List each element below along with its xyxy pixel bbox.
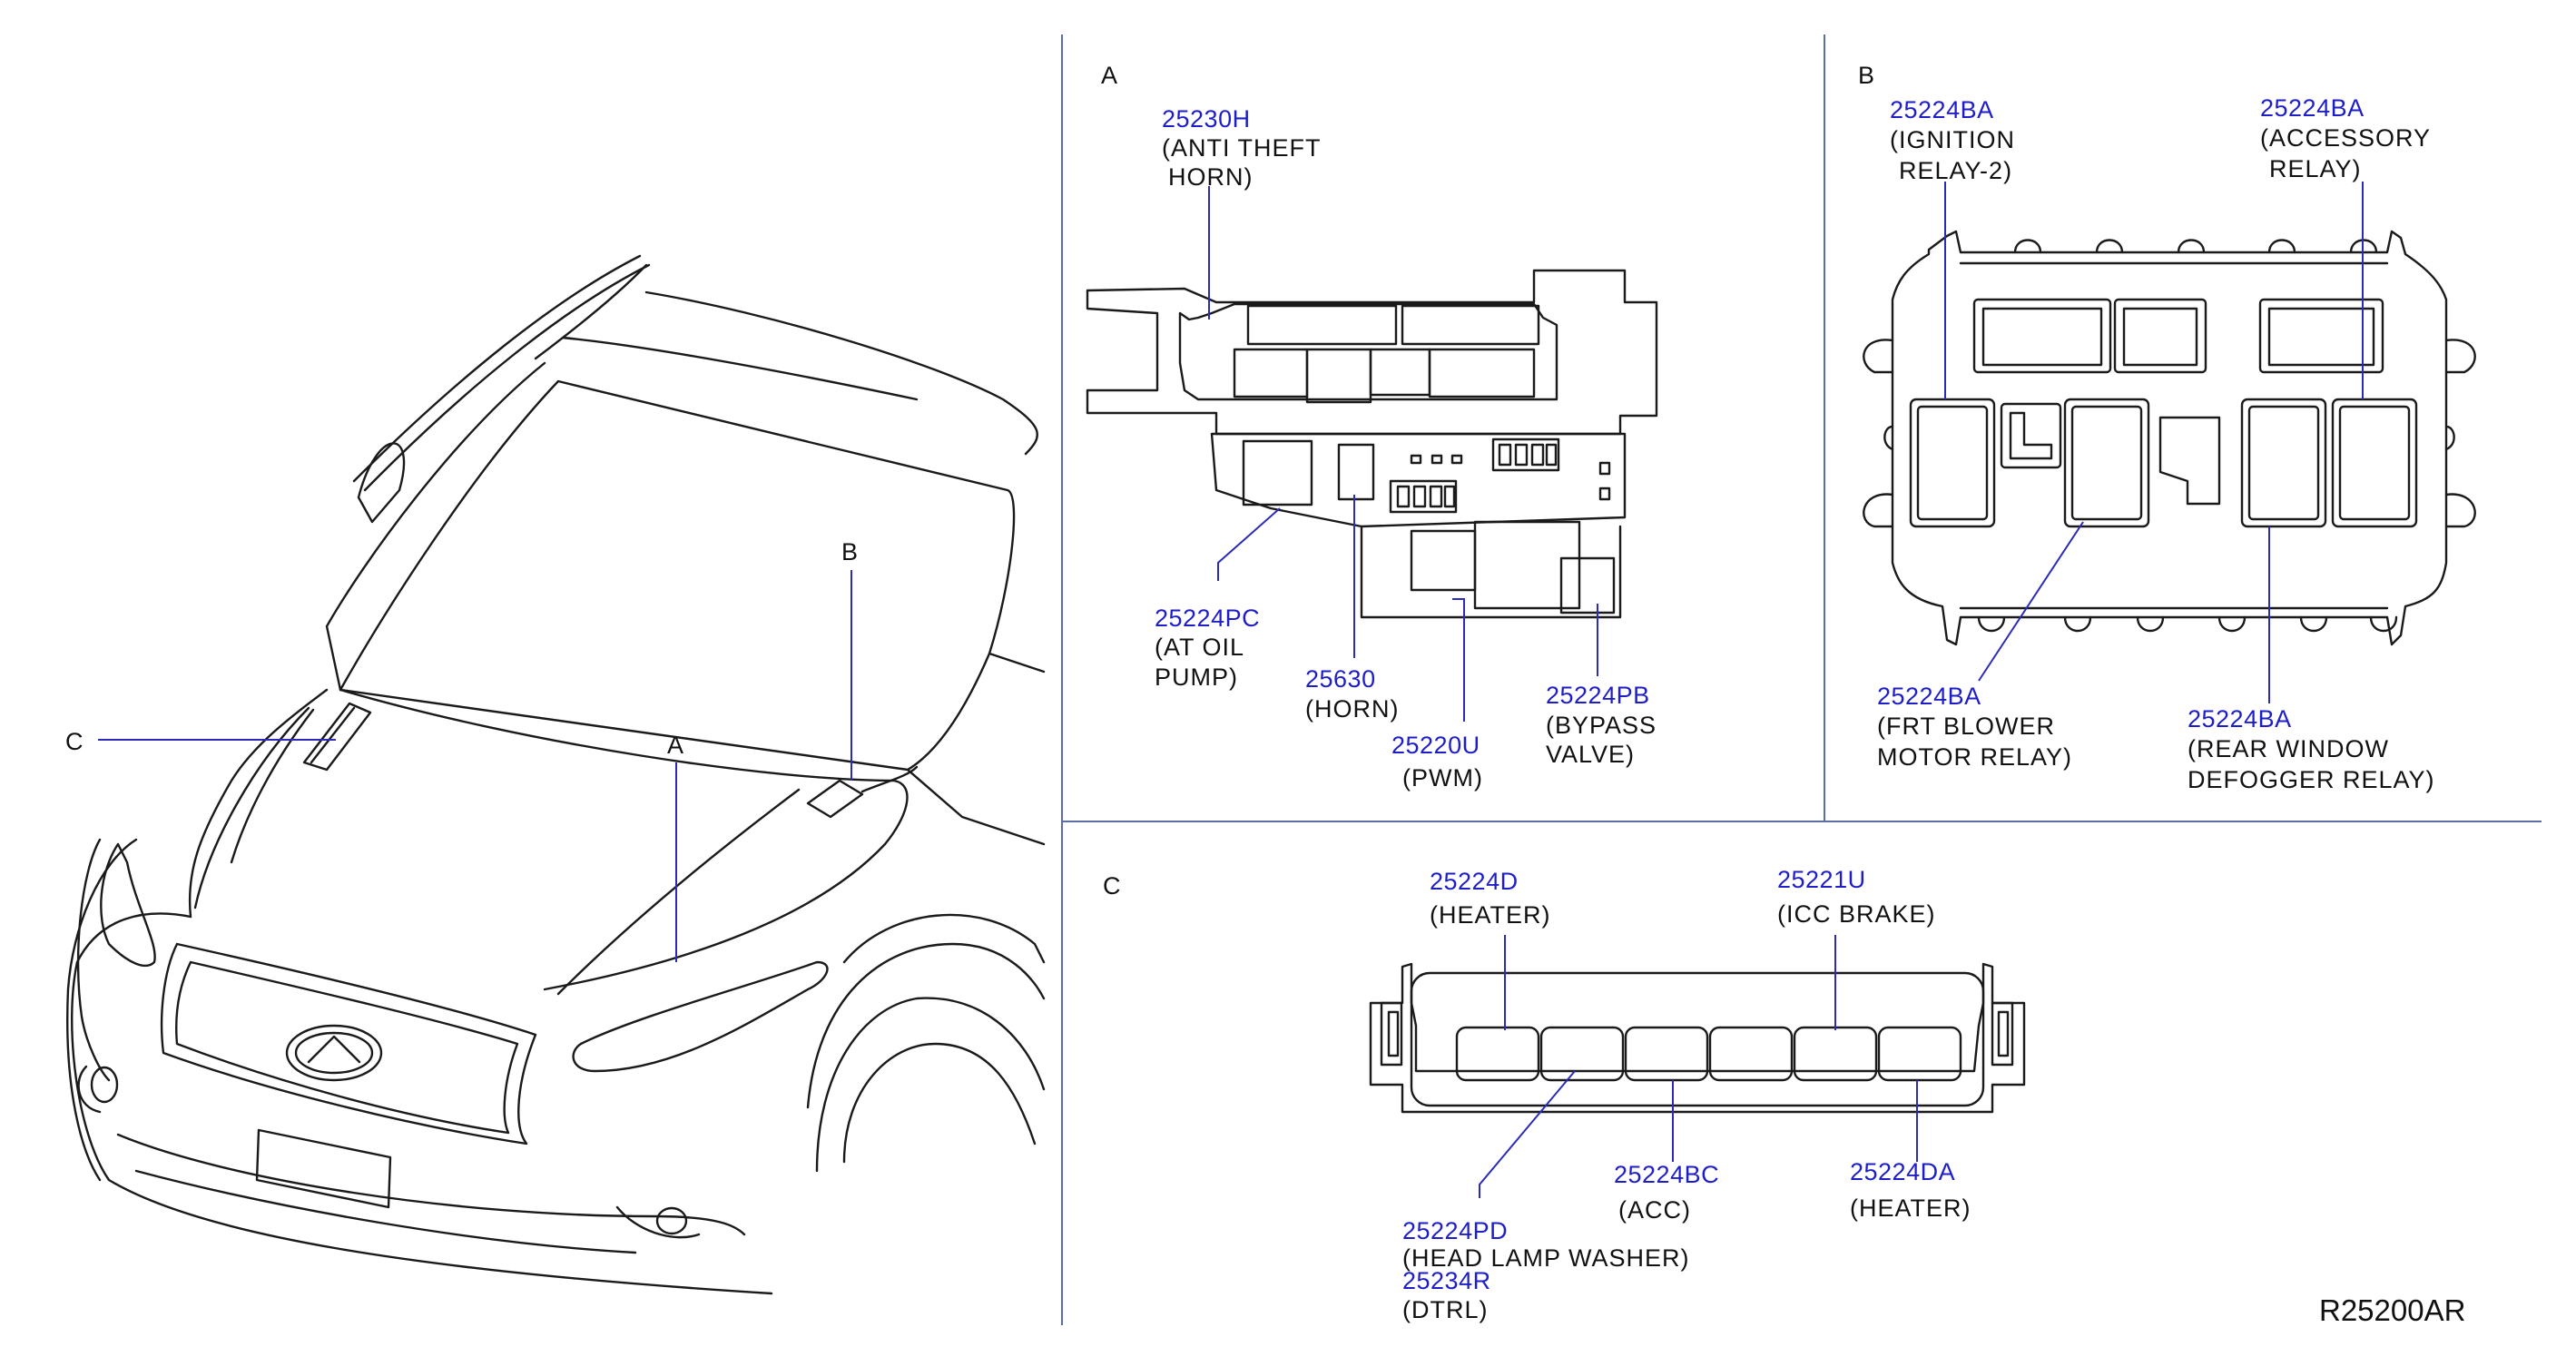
part-number-head-lamp-washer: 25224PD (1402, 1217, 1508, 1244)
section-a-relay-box (1086, 269, 1658, 619)
section-b-fuse-box (1863, 230, 2476, 646)
part-desc-bypass-valve-1: (BYPASS (1546, 712, 1657, 739)
part-desc-heater-da: (HEATER) (1850, 1195, 1971, 1222)
part-number-acc: 25224BC (1614, 1161, 1719, 1188)
overview-callouts: C A B (65, 538, 858, 962)
section-b: B (1858, 62, 2476, 793)
overview-callout-b: B (841, 538, 858, 565)
part-desc-accessory-relay-2: RELAY) (2269, 155, 2362, 182)
section-a: A (1086, 62, 1658, 791)
part-number-heater-da: 25224DA (1850, 1158, 1955, 1185)
diagram-reference-code: R25200AR (2319, 1293, 2465, 1327)
part-number-rear-window-defogger-relay: 25224BA (2188, 705, 2292, 732)
part-desc-icc-brake: (ICC BRAKE) (1777, 900, 1936, 928)
part-number-frt-blower-motor-relay: 25224BA (1877, 683, 1981, 710)
part-desc-head-lamp-washer: (HEAD LAMP WASHER) (1402, 1244, 1690, 1272)
part-number-anti-theft-horn: 25230H (1162, 105, 1251, 133)
part-desc-frt-blower-motor-relay-1: (FRT BLOWER (1877, 713, 2055, 740)
part-number-at-oil-pump: 25224PC (1155, 605, 1260, 632)
part-number-ignition-relay-2: 25224BA (1890, 96, 1994, 123)
part-number-pwm: 25220U (1391, 732, 1480, 759)
section-c-relay-block (1369, 962, 2026, 1114)
part-desc-ignition-relay-2-2: RELAY-2) (1899, 157, 2012, 184)
part-desc-pwm: (PWM) (1402, 764, 1483, 791)
part-number-icc-brake: 25221U (1777, 866, 1866, 893)
part-desc-ignition-relay-2-1: (IGNITION (1890, 126, 2015, 153)
part-number-horn: 25630 (1305, 665, 1376, 693)
part-desc-rear-window-defogger-relay-2: DEFOGGER RELAY) (2188, 766, 2435, 793)
part-desc-dtrl: (DTRL) (1402, 1296, 1489, 1323)
part-desc-accessory-relay-1: (ACCESSORY (2260, 124, 2431, 152)
part-desc-rear-window-defogger-relay-1: (REAR WINDOW (2188, 735, 2389, 762)
section-a-label: A (1101, 62, 1117, 89)
part-number-accessory-relay: 25224BA (2260, 94, 2365, 122)
part-number-bypass-valve: 25224PB (1546, 682, 1650, 709)
part-desc-anti-theft-horn-1: (ANTI THEFT (1162, 134, 1322, 162)
part-desc-horn: (HORN) (1305, 695, 1399, 723)
part-desc-acc: (ACC) (1618, 1196, 1691, 1224)
part-desc-frt-blower-motor-relay-2: MOTOR RELAY) (1877, 743, 2072, 771)
part-number-dtrl: 25234R (1402, 1267, 1491, 1294)
part-desc-anti-theft-horn-2: HORN) (1168, 163, 1254, 191)
overview-callout-a: A (667, 732, 683, 759)
vehicle-overview-illustration (66, 254, 1046, 1295)
section-b-label: B (1858, 62, 1874, 89)
part-desc-at-oil-pump-2: PUMP) (1155, 664, 1238, 691)
panel-dividers (1061, 34, 2542, 1325)
part-desc-at-oil-pump-1: (AT OIL (1155, 634, 1244, 661)
part-desc-heater: (HEATER) (1430, 901, 1551, 929)
section-c-label: C (1103, 872, 1121, 900)
part-number-heater: 25224D (1430, 868, 1519, 895)
section-c: C 25224D (HEATER) 25221U (ICC BRAKE) 252… (1103, 866, 2026, 1323)
overview-callout-c: C (65, 728, 84, 755)
part-desc-bypass-valve-2: VALVE) (1546, 741, 1635, 768)
